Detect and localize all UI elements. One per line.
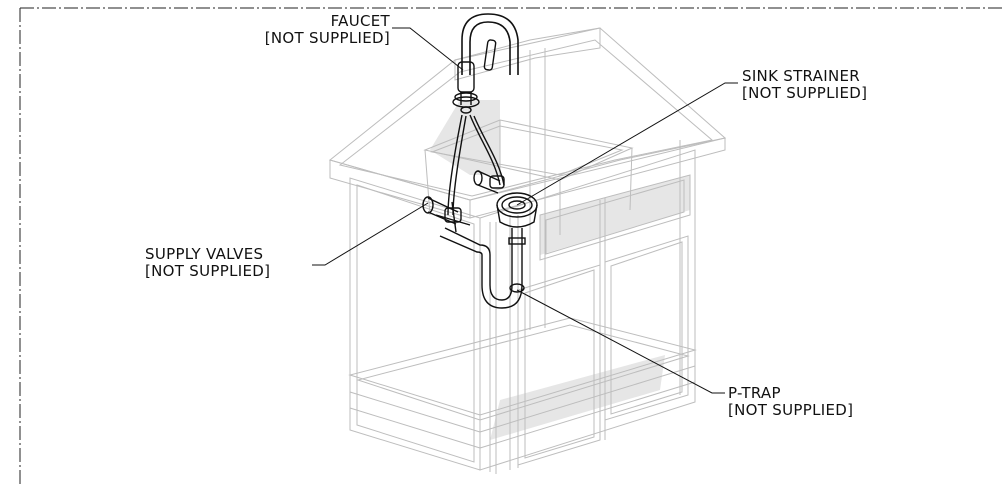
basin-shade bbox=[430, 100, 500, 175]
supply-hose-left bbox=[447, 114, 463, 216]
panel-shade bbox=[540, 175, 690, 255]
callout-sink-strainer-name: SINK STRAINER bbox=[742, 67, 860, 85]
sink-cabinet bbox=[328, 27, 727, 474]
p-trap-assembly bbox=[439, 227, 525, 309]
leader-faucet bbox=[392, 27, 464, 71]
callout-sink-strainer-note: [NOT SUPPLIED] bbox=[742, 84, 868, 102]
supply-valve-right bbox=[473, 170, 505, 194]
leader-lines bbox=[312, 27, 738, 394]
callout-supply-valves-name: SUPPLY VALVES bbox=[145, 245, 264, 263]
drawing-border bbox=[19, 7, 1005, 486]
callout-sink-strainer: SINK STRAINER [NOT SUPPLIED] bbox=[742, 68, 867, 102]
callout-faucet-note: [NOT SUPPLIED] bbox=[264, 29, 390, 47]
supply-valve-left bbox=[422, 196, 471, 233]
supply-hose-right bbox=[469, 114, 501, 186]
faucet-assembly bbox=[452, 13, 519, 114]
callout-p-trap-name: P-TRAP bbox=[728, 384, 781, 402]
leader-p-trap bbox=[516, 289, 725, 394]
callout-supply-valves: SUPPLY VALVES [NOT SUPPLIED] bbox=[145, 246, 270, 280]
leader-sink-strainer bbox=[516, 82, 738, 206]
callout-faucet-name: FAUCET bbox=[330, 12, 390, 30]
callout-p-trap-note: [NOT SUPPLIED] bbox=[728, 401, 854, 419]
floor-shade bbox=[490, 355, 665, 440]
callout-supply-valves-note: [NOT SUPPLIED] bbox=[145, 262, 271, 280]
callout-p-trap: P-TRAP [NOT SUPPLIED] bbox=[728, 385, 853, 419]
sink-strainer-assembly bbox=[496, 192, 538, 262]
callout-faucet: FAUCET [NOT SUPPLIED] bbox=[230, 13, 390, 47]
leader-supply-valves bbox=[312, 202, 429, 266]
plumbing bbox=[422, 13, 538, 309]
